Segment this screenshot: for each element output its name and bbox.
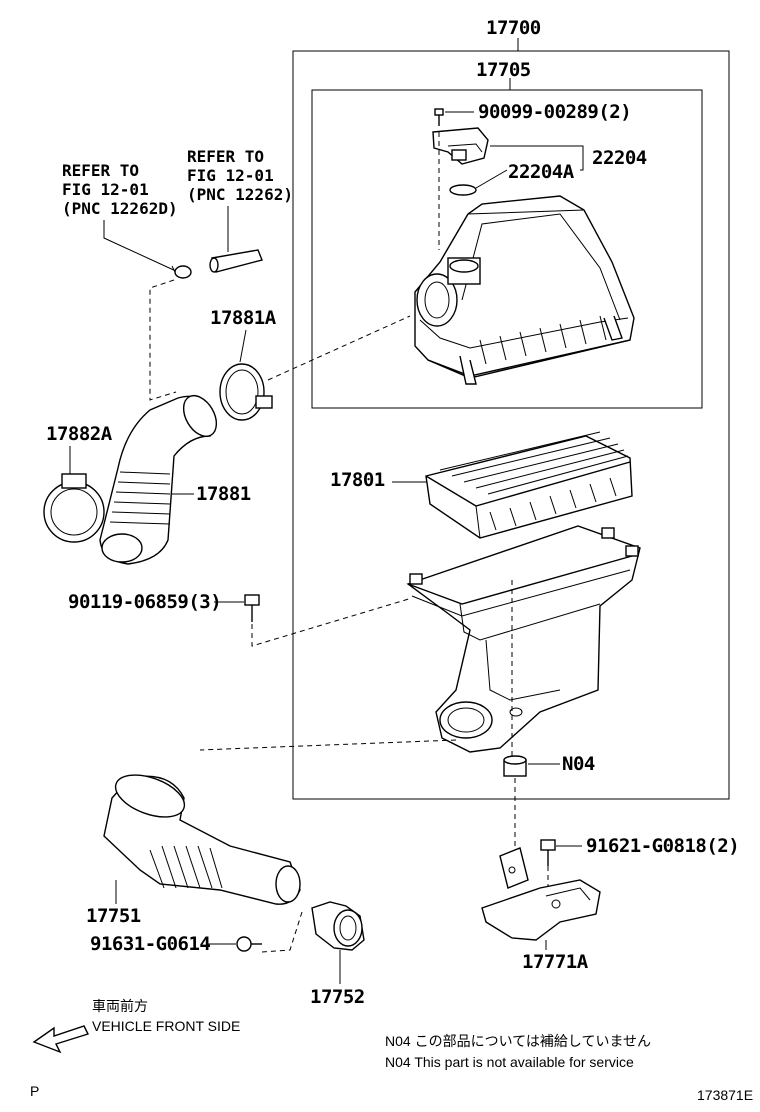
ref1-line2: FIG 12-01 <box>62 180 149 199</box>
label-17771A: 17771A <box>522 951 589 973</box>
figure-code: 173871E <box>697 1087 753 1103</box>
screw-91631 <box>236 936 262 952</box>
ref1-line1: REFER TO <box>62 161 139 180</box>
label-17700: 17700 <box>486 17 541 39</box>
leader-22204 <box>490 145 584 171</box>
ref2-line3: (PNC 12262) <box>187 185 293 204</box>
air-cleaner-cap <box>414 195 635 385</box>
leader-22204A <box>475 169 508 189</box>
front-label-en: VEHICLE FRONT SIDE <box>92 1018 240 1034</box>
assembly-17700-frame <box>292 50 730 800</box>
label-17752: 17752 <box>310 986 365 1008</box>
bolt-91621 <box>540 839 556 866</box>
note-jp: N04 この部品については補給していません <box>385 1033 651 1049</box>
resonator-17752 <box>311 901 365 951</box>
hose-12262 <box>209 249 263 273</box>
dash-90119 <box>251 597 413 647</box>
screw-90099 <box>434 108 474 126</box>
dash-ref1 <box>149 279 177 401</box>
clamp-17882A <box>43 473 105 543</box>
front-arrow-icon <box>32 1025 89 1054</box>
label-N04: N04 <box>562 753 595 775</box>
corner-p: P <box>30 1083 39 1099</box>
label-22204: 22204 <box>592 147 647 169</box>
label-17882A: 17882A <box>46 423 113 445</box>
airflow-sensor-22204 <box>432 127 489 165</box>
grommet-N04 <box>503 755 527 777</box>
clamp-17881A <box>219 363 273 421</box>
dash-17881A-cap <box>267 315 411 381</box>
label-90099: 90099-00289(2) <box>478 101 631 123</box>
air-cleaner-case <box>406 525 641 753</box>
dash-17752 <box>261 911 303 953</box>
label-91621: 91621-G0818(2) <box>586 835 739 857</box>
label-17881A: 17881A <box>210 307 277 329</box>
hose-17881 <box>99 395 218 565</box>
front-label-jp: 車両前方 <box>92 998 148 1014</box>
ref2-line1: REFER TO <box>187 147 264 166</box>
label-17881: 17881 <box>196 483 251 505</box>
label-17705: 17705 <box>476 59 531 81</box>
label-90119: 90119-06859(3) <box>68 591 221 613</box>
note-en: N04 This part is not available for servi… <box>385 1054 634 1070</box>
assembly-17705-frame <box>311 89 703 409</box>
intake-duct-17751 <box>103 774 301 905</box>
leader-17881A <box>239 329 247 363</box>
bolt-90119 <box>244 594 260 622</box>
filter-element-17801 <box>425 431 633 539</box>
ref2-line2: FIG 12-01 <box>187 166 274 185</box>
label-17801: 17801 <box>330 469 385 491</box>
label-17751: 17751 <box>86 905 141 927</box>
gasket-22204A <box>449 184 477 196</box>
label-91631: 91631-G0614 <box>90 933 210 955</box>
bracket-17771A <box>481 847 601 941</box>
ref1-line3: (PNC 12262D) <box>62 199 178 218</box>
clip-12262D <box>171 265 192 279</box>
dash-case-duct <box>199 739 457 751</box>
leader-ref1 <box>103 220 179 273</box>
label-22204A: 22204A <box>508 161 575 183</box>
